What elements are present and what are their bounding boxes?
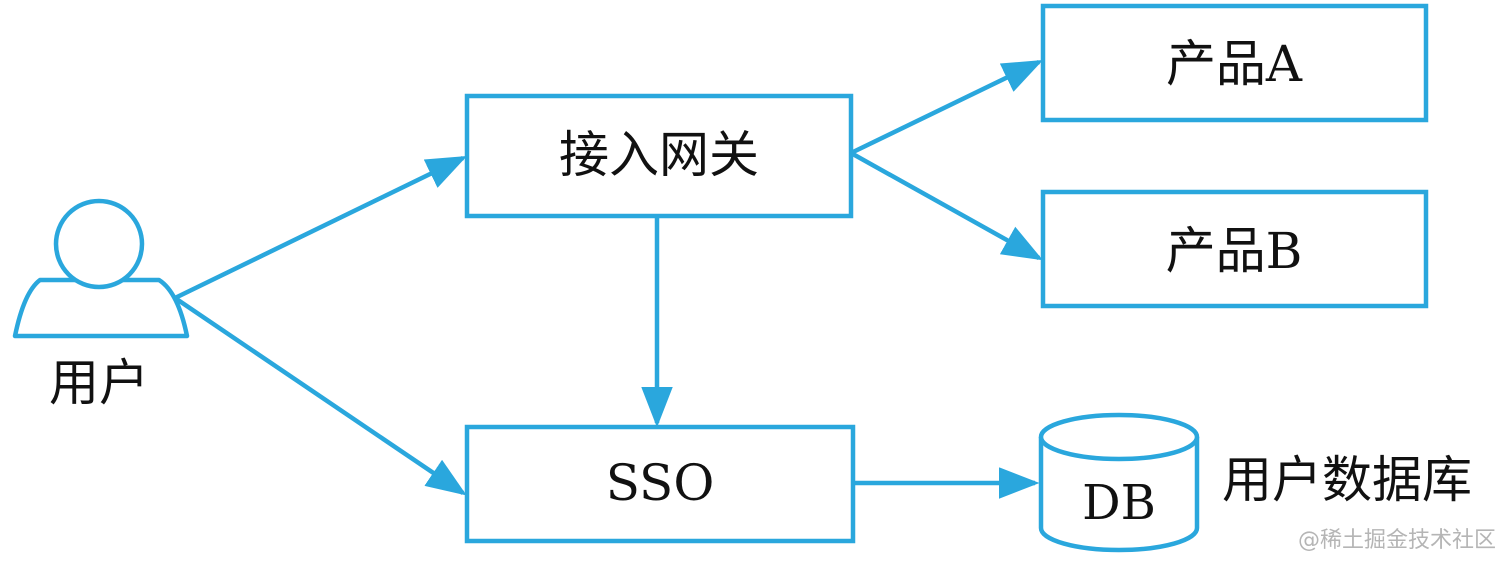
edge-gateway-to-product-b — [849, 151, 1043, 261]
product-a-box — [1040, 3, 1429, 123]
sso-box — [464, 424, 856, 544]
watermark: @稀土掘金技术社区 — [1298, 528, 1496, 553]
sso-label: SSO — [606, 454, 715, 512]
product-b-node: 产品B — [1040, 189, 1429, 309]
product-a-label: 产品A — [1166, 35, 1303, 93]
db-node: DB 用户数据库 — [1038, 412, 1472, 553]
gateway-label: 接入网关 — [559, 126, 759, 184]
edge-user-to-gateway — [174, 155, 468, 301]
edges — [173, 59, 1044, 499]
user-label: 用户 — [49, 354, 149, 412]
product-a-node: 产品A — [1040, 3, 1429, 123]
edge-gateway-to-product-a — [850, 59, 1044, 156]
gateway-node: 接入网关 — [464, 93, 854, 219]
user-icon — [12, 198, 190, 339]
db-label: DB — [1082, 475, 1156, 531]
product-b-label: 产品B — [1166, 222, 1303, 280]
database-cylinder-icon — [1038, 412, 1200, 553]
db-caption: 用户数据库 — [1222, 451, 1472, 509]
gateway-box — [464, 93, 854, 219]
product-b-box — [1040, 189, 1429, 309]
edge-user-to-sso — [173, 296, 467, 496]
user-node: 用户 — [12, 198, 190, 412]
sso-node: SSO — [464, 424, 856, 544]
